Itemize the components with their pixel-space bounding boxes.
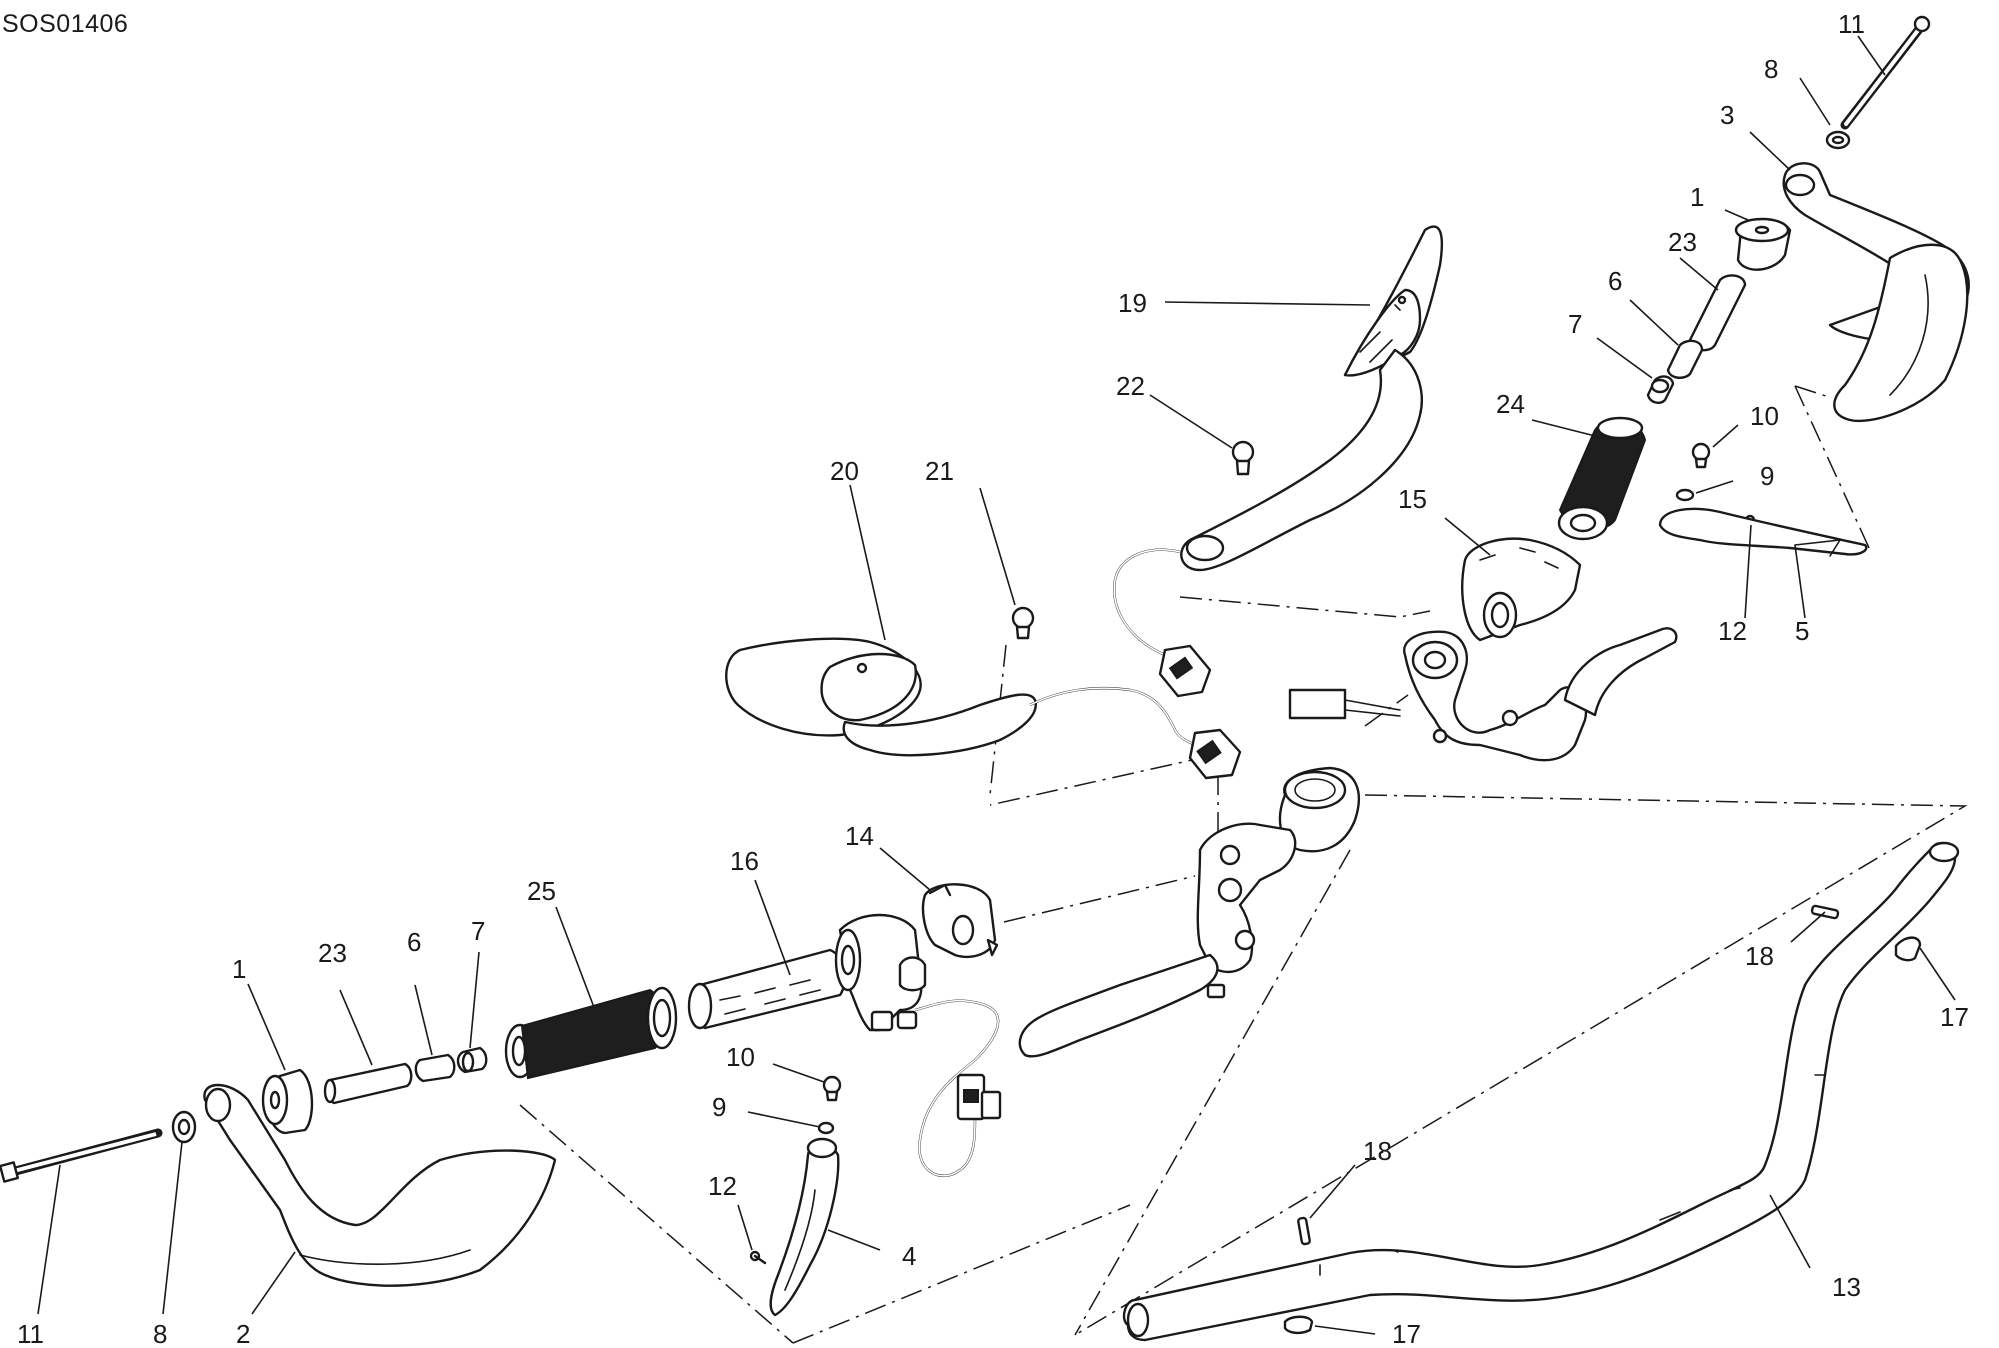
callout-1-left: 1 bbox=[232, 954, 246, 984]
diagram-code: SOS01406 bbox=[2, 10, 128, 38]
part-8-left-washer bbox=[171, 1110, 197, 1144]
part-1-left-bar-end bbox=[261, 1068, 314, 1135]
callout-8-top: 8 bbox=[1764, 54, 1778, 84]
part-23-right-tube bbox=[1688, 274, 1747, 352]
callout-23-left: 23 bbox=[318, 938, 347, 968]
callout-18-bottom: 18 bbox=[1363, 1136, 1392, 1166]
part-14-switch-cap bbox=[921, 883, 999, 959]
part-23-left-tube bbox=[323, 1062, 413, 1105]
callout-7-right: 7 bbox=[1568, 309, 1582, 339]
callout-10-right: 10 bbox=[1750, 401, 1779, 431]
callout-11-bottom: 11 bbox=[17, 1319, 44, 1348]
callout-9-left: 9 bbox=[712, 1092, 726, 1122]
callout-6-left: 6 bbox=[407, 927, 421, 957]
part-12-left-pin bbox=[749, 1250, 767, 1265]
callout-20: 20 bbox=[830, 456, 859, 486]
callout-23-right: 23 bbox=[1668, 227, 1697, 257]
part-8-right-washer bbox=[1825, 130, 1851, 150]
part-9-left-washer bbox=[817, 1121, 835, 1135]
part-6-left-sleeve bbox=[414, 1053, 456, 1083]
callout-21: 21 bbox=[925, 456, 954, 486]
part-24-right-grip bbox=[1557, 416, 1647, 541]
part-7-left-insert bbox=[456, 1046, 488, 1074]
part-5-right-handguard bbox=[1833, 243, 1969, 423]
callout-labels: 1 23 6 7 25 16 14 20 21 19 22 11 8 3 1 2… bbox=[17, 9, 1969, 1348]
callout-10-left: 10 bbox=[726, 1042, 755, 1072]
callout-8-bottom: 8 bbox=[153, 1319, 167, 1348]
part-1-right-bar-end bbox=[1734, 217, 1792, 271]
callout-12-left: 12 bbox=[708, 1171, 737, 1201]
part-18-bottom-pin bbox=[1297, 1216, 1311, 1246]
part-17-bottom-clip bbox=[1283, 1315, 1314, 1335]
callout-3: 3 bbox=[1720, 100, 1734, 130]
part-clutch-lever-assembly bbox=[1288, 627, 1678, 762]
part-20-left-mirror bbox=[725, 637, 1037, 757]
part-2-left-handguard bbox=[203, 1083, 557, 1287]
callout-9-right: 9 bbox=[1760, 461, 1774, 491]
leader-lines bbox=[37, 35, 1956, 1335]
assembly-lines bbox=[519, 385, 1968, 1344]
part-22-screw bbox=[1231, 440, 1255, 476]
callout-17-bottom: 17 bbox=[1392, 1319, 1421, 1348]
callout-24: 24 bbox=[1496, 389, 1525, 419]
callout-14: 14 bbox=[845, 821, 874, 851]
callout-13: 13 bbox=[1832, 1272, 1861, 1302]
callout-25: 25 bbox=[527, 876, 556, 906]
part-25-left-grip bbox=[504, 986, 678, 1080]
part-5-right-lever bbox=[1658, 507, 1868, 557]
callout-2: 2 bbox=[236, 1319, 250, 1348]
callout-19: 19 bbox=[1118, 288, 1147, 318]
callout-7-left: 7 bbox=[471, 916, 485, 946]
part-right-mirror-wire bbox=[1113, 548, 1212, 698]
callout-11-top: 11 bbox=[1838, 9, 1865, 39]
part-4-lever bbox=[769, 1137, 840, 1317]
callout-5: 5 bbox=[1795, 616, 1809, 646]
part-brake-master-cylinder bbox=[1018, 766, 1360, 1058]
part-left-switch-wire bbox=[914, 999, 1002, 1178]
part-17-right-clip bbox=[1894, 936, 1922, 962]
part-19-right-mirror bbox=[1180, 225, 1444, 572]
callout-16: 16 bbox=[730, 846, 759, 876]
callout-1-right: 1 bbox=[1690, 182, 1704, 212]
part-21-screw bbox=[1011, 606, 1035, 640]
part-11-left-bolt bbox=[0, 1128, 163, 1183]
callout-18-right: 18 bbox=[1745, 941, 1774, 971]
part-7-right-insert bbox=[1646, 375, 1675, 404]
part-left-mirror-wire bbox=[1029, 686, 1242, 780]
part-15-right-switch bbox=[1461, 537, 1582, 642]
part-6-right-sleeve bbox=[1666, 339, 1704, 379]
callout-4: 4 bbox=[902, 1241, 916, 1271]
callout-15: 15 bbox=[1398, 484, 1427, 514]
part-13-handlebar bbox=[1122, 841, 1960, 1342]
callout-22: 22 bbox=[1116, 371, 1145, 401]
part-9-right-washer bbox=[1675, 488, 1695, 502]
part-10-right-screw bbox=[1691, 442, 1711, 469]
part-16-throttle-grip bbox=[687, 948, 846, 1030]
callout-12-right: 12 bbox=[1718, 616, 1747, 646]
callout-6-right: 6 bbox=[1608, 266, 1622, 296]
callout-17-right: 17 bbox=[1940, 1002, 1969, 1032]
part-left-switch-housing bbox=[834, 913, 927, 1032]
part-11-right-bolt bbox=[1840, 15, 1931, 130]
part-10-left-screw bbox=[822, 1075, 842, 1102]
